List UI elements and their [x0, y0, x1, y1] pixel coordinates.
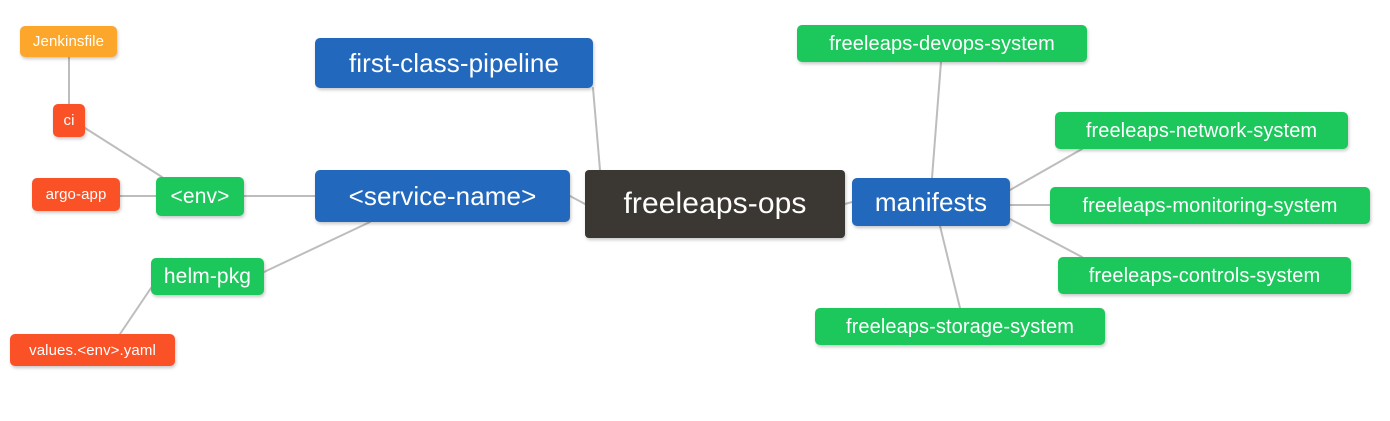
- node-network[interactable]: freeleaps-network-system: [1055, 112, 1348, 149]
- edge-manifests-controls: [1009, 218, 1083, 258]
- node-storage[interactable]: freeleaps-storage-system: [815, 308, 1105, 345]
- node-manifests[interactable]: manifests: [852, 178, 1010, 226]
- edge-manifests-devops: [931, 61, 942, 179]
- edge-helm-values: [119, 287, 152, 335]
- node-devops[interactable]: freeleaps-devops-system: [797, 25, 1087, 62]
- edge-root-manifests: [844, 201, 853, 205]
- edge-manifests-storage: [939, 225, 961, 309]
- node-service[interactable]: <service-name>: [315, 170, 570, 222]
- edge-manifests-network: [1009, 148, 1083, 191]
- node-env[interactable]: <env>: [156, 177, 244, 216]
- node-jenkinsfile[interactable]: Jenkinsfile: [20, 26, 117, 57]
- node-argo[interactable]: argo-app: [32, 178, 120, 211]
- node-values[interactable]: values.<env>.yaml: [10, 334, 175, 366]
- node-pipeline[interactable]: first-class-pipeline: [315, 38, 593, 88]
- node-monitoring[interactable]: freeleaps-monitoring-system: [1050, 187, 1370, 224]
- edge-service-helm: [263, 221, 371, 273]
- node-root[interactable]: freeleaps-ops: [585, 170, 845, 238]
- edge-root-service: [569, 195, 586, 205]
- node-controls[interactable]: freeleaps-controls-system: [1058, 257, 1351, 294]
- edge-root-pipeline: [592, 87, 601, 171]
- node-helm[interactable]: helm-pkg: [151, 258, 264, 295]
- edge-env-ci: [84, 127, 163, 178]
- node-ci[interactable]: ci: [53, 104, 85, 137]
